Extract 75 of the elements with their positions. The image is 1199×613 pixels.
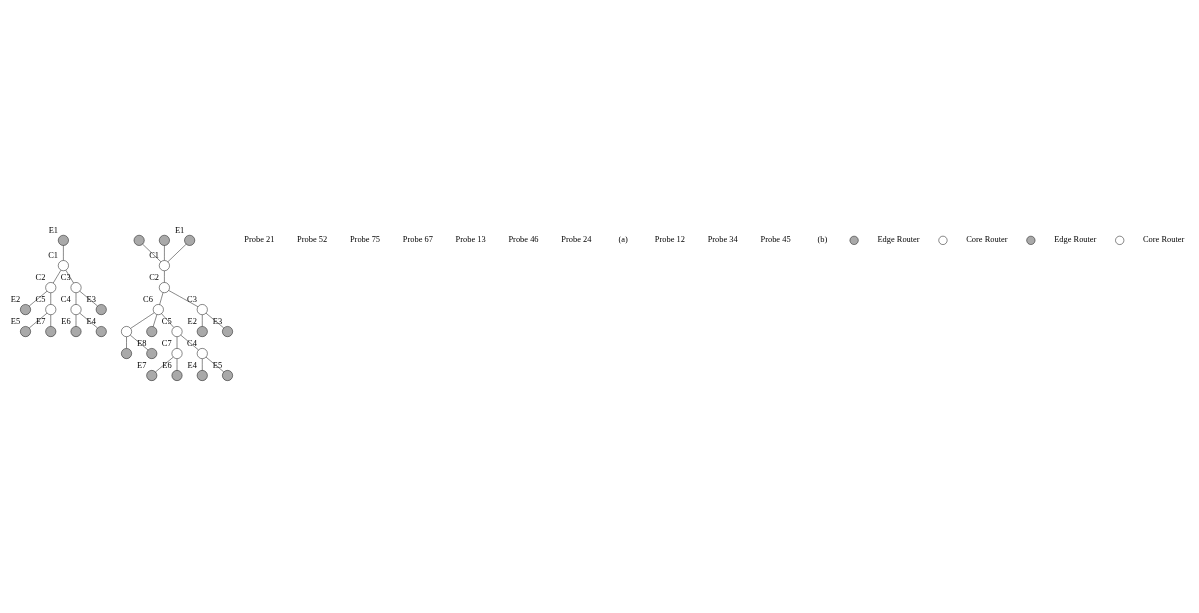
node-label: E5 [212, 360, 223, 370]
node-circle [58, 259, 69, 271]
node-label: C1 [149, 250, 160, 260]
node-label: E3 [86, 294, 96, 304]
node-label: C7 [161, 338, 172, 348]
node-circle [146, 347, 158, 359]
node-label: E3 [212, 316, 223, 326]
node-circle [152, 303, 164, 315]
node-circle [171, 325, 183, 337]
node-label: E1 [48, 225, 59, 235]
node-circle [133, 234, 145, 246]
label: Probe 52 [297, 234, 328, 244]
node-circle [20, 325, 31, 337]
node-circle [196, 369, 208, 381]
node-label: C6 [143, 294, 153, 304]
node-circle [95, 325, 107, 337]
node-label: C2 [149, 272, 160, 282]
node-circle [159, 259, 170, 271]
node-label: E6 [162, 360, 172, 370]
node-label: C5 [35, 294, 46, 304]
node-circle [196, 303, 208, 315]
node-circle [45, 303, 57, 315]
node-circle [222, 325, 233, 337]
label: Probe 67 [402, 234, 433, 244]
node-circle [70, 325, 82, 337]
node-label: E4 [86, 316, 96, 326]
label: (b) [817, 234, 828, 244]
node-label: C4 [187, 338, 197, 348]
node-label: E5 [10, 316, 21, 326]
node-circle [121, 325, 132, 337]
node-label: E6 [61, 316, 71, 326]
node-label: E1 [174, 225, 185, 235]
node-circle [121, 347, 132, 359]
node-circle [45, 325, 57, 337]
label: Probe 34 [707, 234, 738, 244]
node-label: E2 [187, 316, 197, 326]
node-circle [159, 281, 170, 293]
label: (a) [618, 234, 628, 244]
node-circle [58, 234, 69, 246]
label: Probe 21 [244, 234, 275, 244]
node-label: C3 [60, 272, 71, 282]
node-circle [171, 347, 183, 359]
legend-label: Edge Router [877, 234, 920, 244]
node-label: E4 [187, 360, 197, 370]
node-circle [20, 303, 31, 315]
node-circle [95, 303, 107, 315]
label: Probe 75 [349, 234, 381, 244]
node-circle [70, 303, 82, 315]
node-circle [70, 281, 82, 293]
legend-label: Core Router [1143, 234, 1185, 244]
node-label: C4 [60, 294, 71, 304]
node-circle [146, 325, 158, 337]
label: Probe 13 [455, 234, 486, 244]
node-label: C5 [161, 316, 172, 326]
node-circle [196, 325, 208, 337]
label: Probe 24 [561, 234, 592, 244]
node-label: C1 [48, 250, 59, 260]
node-label: C2 [35, 272, 46, 282]
label: Probe 46 [508, 234, 539, 244]
node-label: E8 [137, 338, 147, 348]
node-label: C3 [187, 294, 197, 304]
node-circle [159, 234, 170, 246]
node-circle [184, 234, 196, 246]
node-label: E7 [137, 360, 147, 370]
node-circle [196, 347, 208, 359]
legend-label: Core Router [966, 234, 1008, 244]
label: Probe 45 [760, 234, 791, 244]
node-circle [146, 369, 158, 381]
label: Probe 12 [654, 234, 685, 244]
legend-label: Edge Router [1054, 234, 1097, 244]
node-label: E7 [36, 316, 46, 326]
node-circle [171, 369, 183, 381]
node-circle [45, 281, 57, 293]
node-circle [222, 369, 233, 381]
node-label: E2 [10, 294, 21, 304]
